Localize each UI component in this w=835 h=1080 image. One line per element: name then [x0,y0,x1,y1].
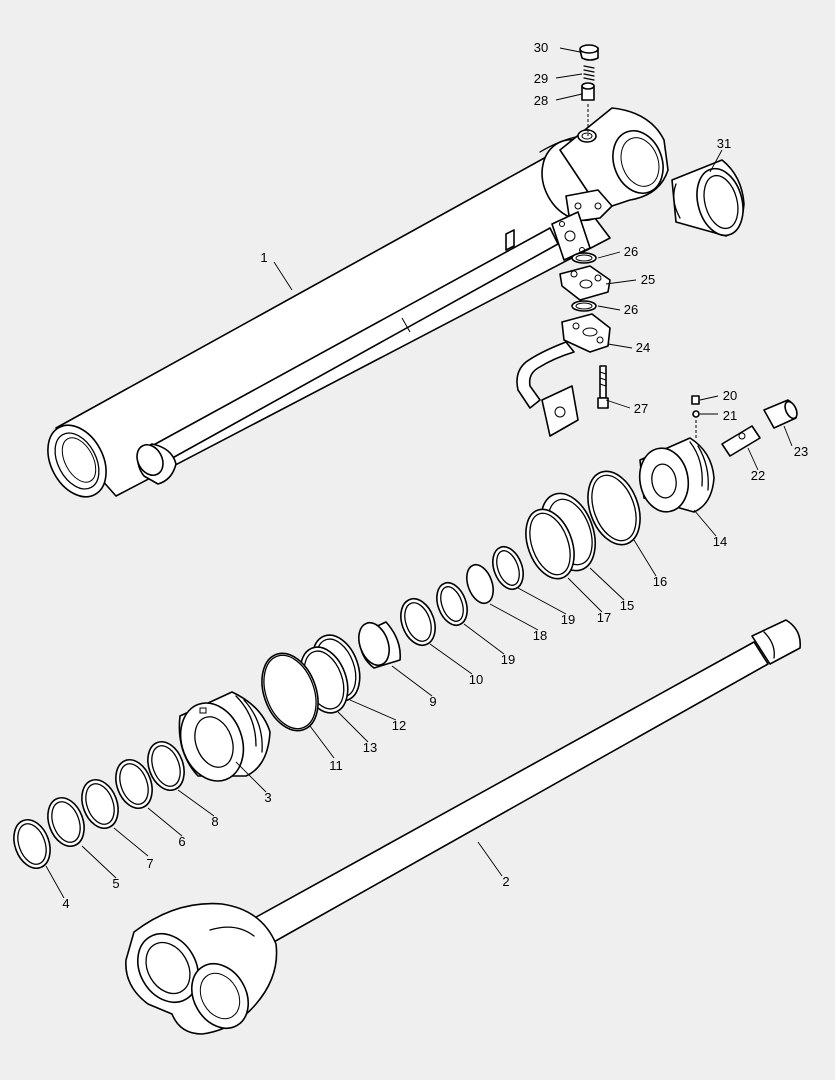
callout-24: 24 [636,340,650,355]
callout-28: 28 [534,93,548,108]
callout-26-upper: 26 [624,244,638,259]
callout-16: 16 [653,574,667,589]
bolt [597,365,609,409]
piston [638,437,715,513]
check-valve-parts [691,395,798,457]
leader-lines [45,47,793,899]
piston-rings [525,470,641,580]
callout-10: 10 [469,672,483,687]
callout-12: 12 [392,718,406,733]
callout-3: 3 [264,790,271,805]
callout-6: 6 [178,834,185,849]
callout-19-upper: 19 [561,612,575,627]
callout-23: 23 [794,444,808,459]
callout-22: 22 [751,468,765,483]
callout-21: 21 [723,408,737,423]
piston-rod [125,619,802,1035]
callout-7: 7 [146,856,153,871]
bushing [671,159,745,237]
external-tube [136,227,559,485]
callout-8: 8 [211,814,218,829]
flange-assembly [559,252,611,312]
callout-1: 1 [260,250,267,265]
callout-30: 30 [534,40,548,55]
callout-labels: 1 2 3 4 5 6 7 8 9 10 11 12 13 14 15 16 1… [62,40,808,911]
callout-9: 9 [429,694,436,709]
callout-17: 17 [597,610,611,625]
callout-11: 11 [329,758,343,773]
callout-26-lower: 26 [624,302,638,317]
callout-29: 29 [534,71,548,86]
elbow-pipe [516,313,611,437]
rod-gland [178,691,271,782]
wear-rings [358,545,524,669]
callout-20: 20 [723,388,737,403]
callout-27: 27 [634,401,648,416]
callout-15: 15 [620,598,634,613]
rod-seals [13,740,185,870]
cylinder-barrel [47,107,669,498]
callout-14: 14 [713,534,727,549]
fitting-stack [579,44,599,136]
callout-19-lower: 19 [501,652,515,667]
callout-13: 13 [363,740,377,755]
callout-25: 25 [641,272,655,287]
callout-18: 18 [533,628,547,643]
callout-2: 2 [502,874,509,889]
gland-seals [261,634,361,732]
callout-4: 4 [62,896,69,911]
callout-31: 31 [717,136,731,151]
callout-5: 5 [112,876,119,891]
